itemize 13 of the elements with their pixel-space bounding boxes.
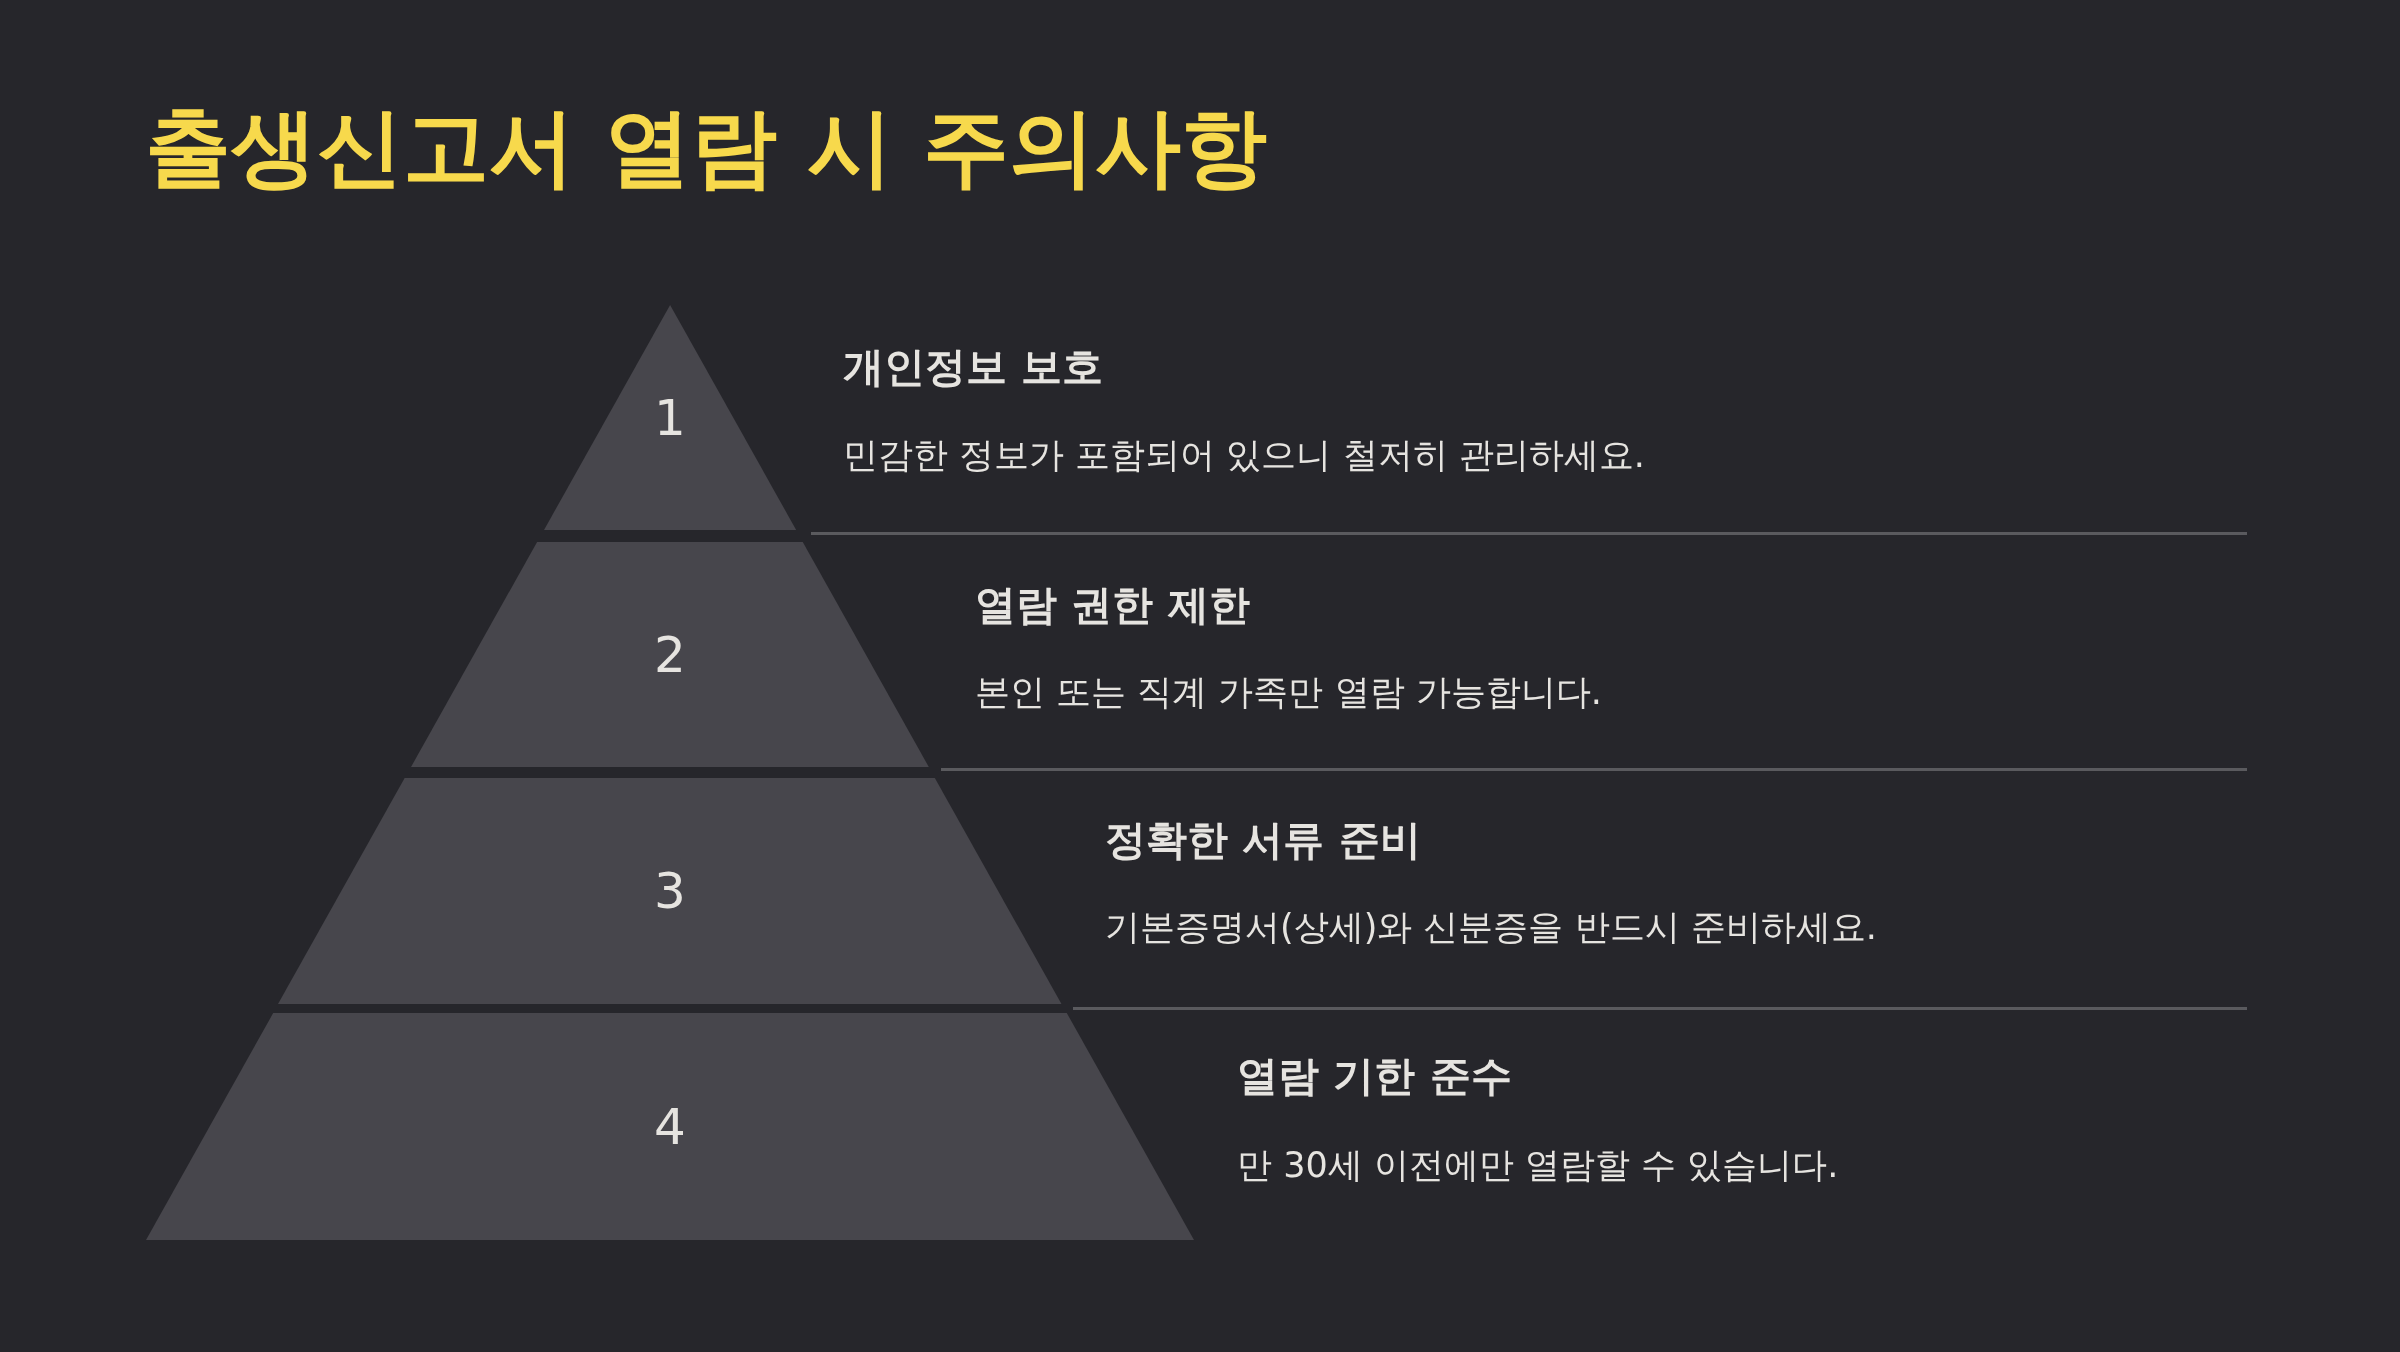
tier-description: 민감한 정보가 포함되어 있으니 철저히 관리하세요. bbox=[843, 433, 1645, 477]
tier-description: 본인 또는 직계 가족만 열람 가능합니다. bbox=[975, 670, 1602, 714]
tier-number: 2 bbox=[654, 629, 686, 680]
tier-heading: 열람 기한 준수 bbox=[1237, 1050, 1512, 1102]
tier-description: 만 30세 이전에만 열람할 수 있습니다. bbox=[1237, 1143, 1839, 1187]
tier-heading: 정확한 서류 준비 bbox=[1105, 814, 1421, 866]
tier-number: 3 bbox=[654, 866, 686, 916]
title: 출생신고서 열람 시 주의사항 bbox=[145, 100, 1267, 195]
tier-heading: 개인정보 보호 bbox=[843, 341, 1104, 393]
tier-number: 1 bbox=[654, 392, 686, 443]
tier-heading: 열람 권한 제한 bbox=[975, 579, 1250, 631]
tier-number: 4 bbox=[654, 1101, 686, 1152]
tier-description: 기본증명서(상세)와 신분증을 반드시 준비하세요. bbox=[1105, 905, 1877, 949]
